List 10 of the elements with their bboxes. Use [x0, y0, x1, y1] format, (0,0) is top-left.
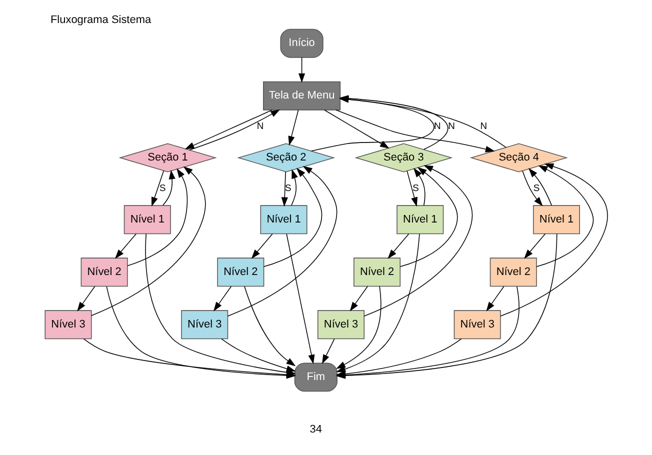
edge-label: S	[284, 182, 291, 194]
edge-label: S	[412, 182, 418, 194]
edge-label: S	[159, 182, 166, 194]
edge-label: N	[480, 120, 487, 132]
label: 34	[309, 424, 322, 436]
edge-label: S	[532, 182, 540, 194]
edge-label: N	[256, 120, 264, 132]
diagram-title: Fluxograma Sistema	[50, 14, 151, 26]
edge-label: N	[433, 120, 440, 132]
edge-label: N	[448, 120, 454, 132]
